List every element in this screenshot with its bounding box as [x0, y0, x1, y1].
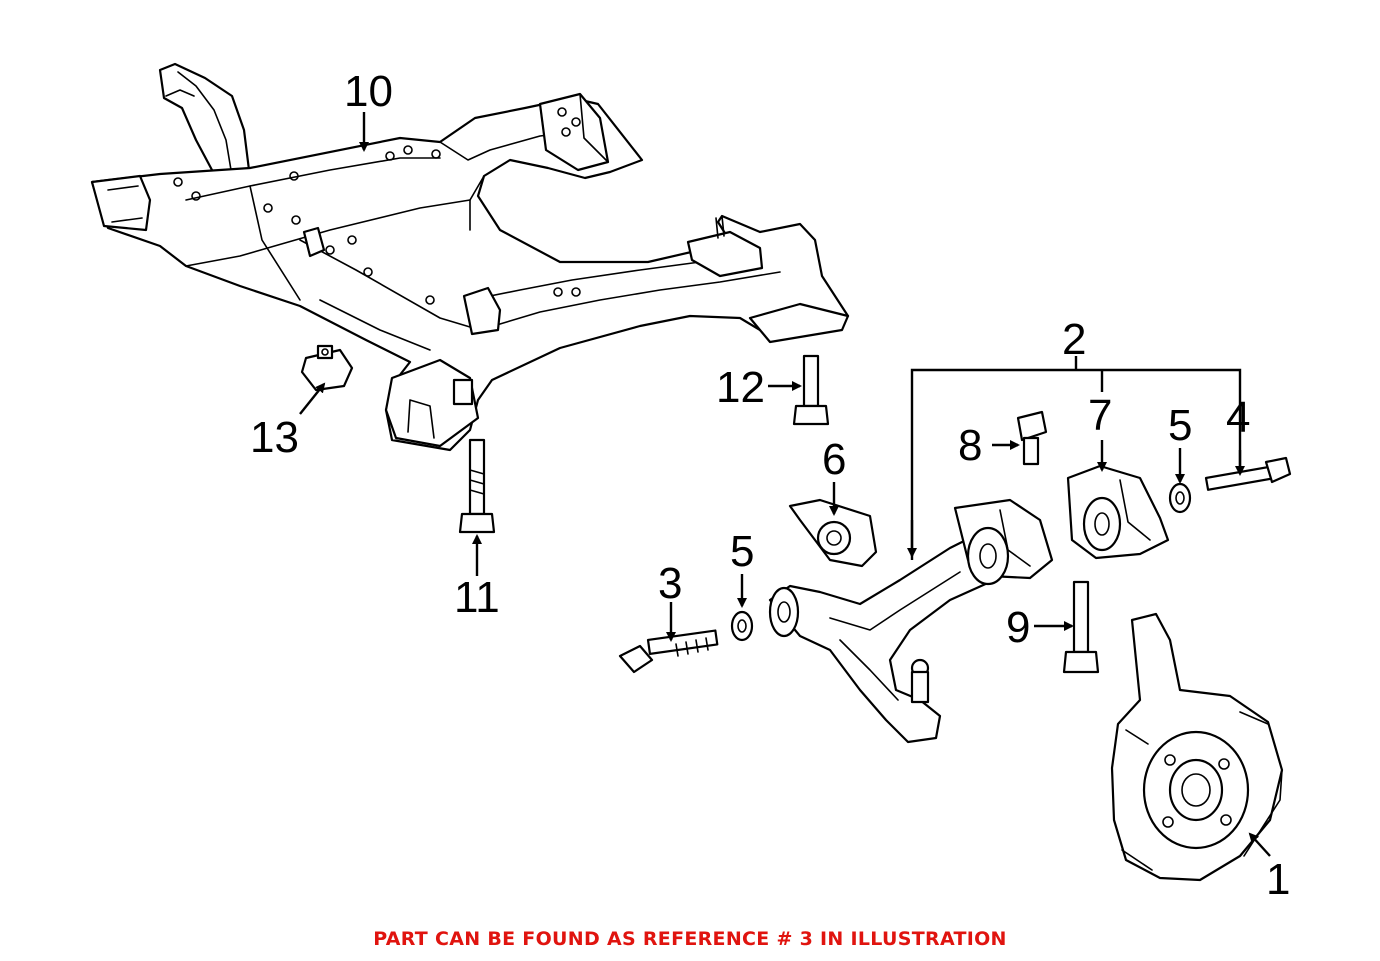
bushing-part-7 — [1066, 464, 1170, 560]
callout-8: 8 — [958, 421, 982, 470]
callout-3: 3 — [658, 559, 682, 608]
callout-13: 13 — [250, 413, 299, 462]
bolt-part-9 — [1062, 580, 1100, 674]
bracket-part-6 — [788, 498, 878, 568]
bolt-part-8 — [1016, 410, 1048, 466]
callout-12: 12 — [716, 363, 765, 412]
bolt-part-12 — [792, 354, 830, 426]
callout-1: 1 — [1266, 855, 1290, 904]
crossmember-part — [90, 62, 850, 452]
washer-part-5a — [730, 610, 754, 642]
callout-11: 11 — [454, 573, 500, 622]
reference-caption: PART CAN BE FOUND AS REFERENCE # 3 IN IL… — [373, 928, 1007, 950]
callout-9: 9 — [1006, 603, 1030, 652]
callout-7: 7 — [1088, 391, 1112, 440]
callout-6: 6 — [822, 435, 846, 484]
callout-2: 2 — [1062, 315, 1086, 364]
callout-10: 10 — [344, 67, 393, 116]
bolt-part-11 — [458, 438, 496, 534]
callout-4: 4 — [1226, 393, 1250, 442]
control-arm-part — [768, 498, 1054, 744]
callout-5-right: 5 — [1168, 401, 1192, 450]
bolt-part-3 — [618, 629, 719, 674]
leader-lines — [299, 112, 1271, 857]
callout-5-left: 5 — [730, 527, 754, 576]
clip-nut-part-13 — [300, 344, 354, 392]
washer-part-5b — [1168, 482, 1192, 514]
bolt-part-4 — [1204, 456, 1292, 491]
knuckle-part-1 — [1110, 612, 1284, 882]
